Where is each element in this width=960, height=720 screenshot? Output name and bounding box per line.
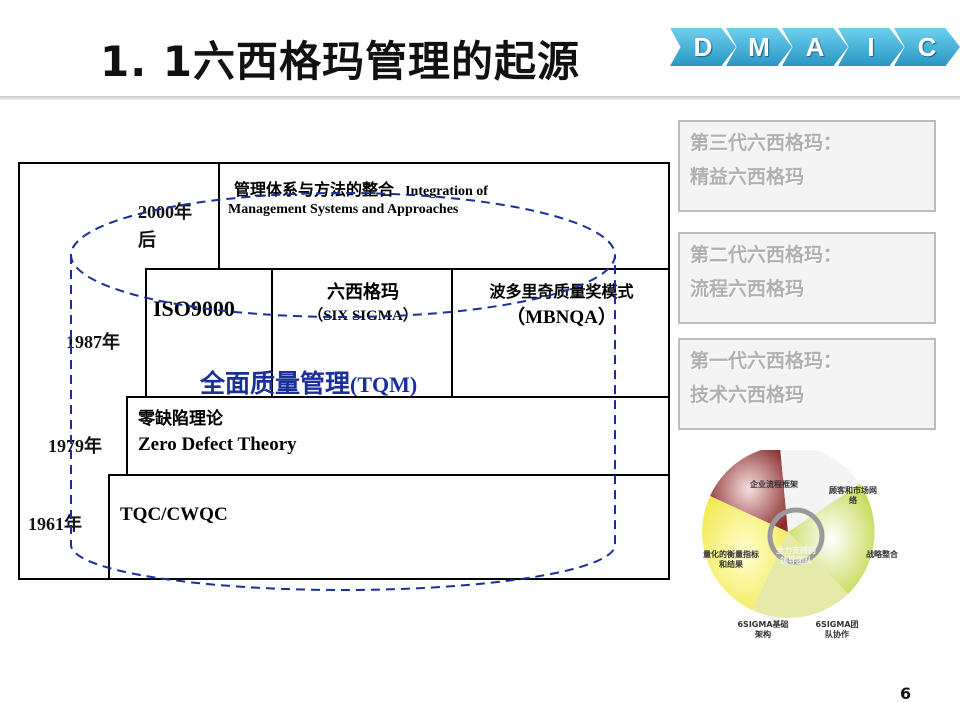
dmaic-arrow-m: M xyxy=(726,28,792,66)
iso9000-box: ISO9000 xyxy=(145,268,273,398)
generation-2-title: 第二代六西格玛： xyxy=(690,244,843,266)
wheel-label-process: 企业流程框架 xyxy=(750,480,798,489)
wheel-label-customer: 顾客和市场网络 xyxy=(829,486,877,505)
generation-1-panel: 第一代六西格玛： 技术六西格玛 xyxy=(678,338,936,430)
tqm-label-en: (TQM) xyxy=(350,372,418,397)
mbnqa-box: 波多里奇质量奖模式 （MBNQA） xyxy=(451,268,670,398)
tqc-label: TQC/CWQC xyxy=(120,504,228,525)
dmaic-arrow-a: A xyxy=(782,28,848,66)
six-sigma-wheel: 企业流程框架 顾客和市场网络 战略整合 6SIGMA团队协作 6SIGMA基础架… xyxy=(690,445,950,650)
wheel-slice-bottom xyxy=(752,532,848,619)
integration-box: 管理体系与方法的整合 Integration of Management Sys… xyxy=(218,162,670,270)
wheel-label-leadership: 全力支持的领导团队 xyxy=(776,546,816,565)
year-2000-suffix: 后 xyxy=(138,230,156,250)
tqm-dashed-cylinder xyxy=(70,192,616,591)
integration-label-en2: Management Systems and Approaches xyxy=(228,202,459,217)
page-title: 1. 1六西格玛管理的起源 xyxy=(100,37,581,86)
mbnqa-label-en: （MBNQA） xyxy=(506,307,617,328)
wheel-label-teamwork: 6SIGMA团队协作 xyxy=(815,620,859,639)
zero-defect-label-cn: 零缺陷理论 xyxy=(138,409,223,429)
tqm-label: 全面质量管理(TQM) xyxy=(200,364,417,400)
wheel-slice-right xyxy=(788,484,875,594)
six-sigma-label-en: （SIX SIGMA） xyxy=(308,308,418,324)
generation-1-title: 第一代六西格玛： xyxy=(690,350,843,372)
dmaic-arrow-d: D xyxy=(670,28,736,66)
tqc-box: TQC/CWQC xyxy=(108,474,670,580)
dmaic-arrow-i: I xyxy=(838,28,904,66)
wheel-slice-top xyxy=(710,446,788,532)
cylinder-top-ellipse xyxy=(70,192,616,318)
year-1987-label: 1987年 xyxy=(66,332,120,352)
six-sigma-label-cn: 六西格玛 xyxy=(327,282,399,303)
wheel-slice-left xyxy=(702,496,788,610)
wheel-label-strategy: 战略整合 xyxy=(866,550,898,559)
six-sigma-box: 六西格玛 （SIX SIGMA） xyxy=(271,268,453,398)
cylinder-body xyxy=(70,255,616,591)
year-1961-label: 1961年 xyxy=(28,514,82,534)
generation-3-title: 第三代六西格玛： xyxy=(690,132,843,154)
year-2000-label: 2000年 xyxy=(138,202,192,222)
title-divider xyxy=(0,96,960,100)
generation-3-panel: 第三代六西格玛： 精益六西格玛 xyxy=(678,120,936,212)
iso9000-label: ISO9000 xyxy=(153,296,235,321)
generation-3-name: 精益六西格玛 xyxy=(690,166,805,188)
zero-defect-box: 零缺陷理论 Zero Defect Theory xyxy=(126,396,670,476)
generation-2-panel: 第二代六西格玛： 流程六西格玛 xyxy=(678,232,936,324)
year-1979-label: 1979年 xyxy=(48,436,102,456)
wheel-label-infrastructure: 6SIGMA基础架构 xyxy=(737,620,789,639)
dmaic-arrow-c: C xyxy=(894,28,960,66)
wheel-label-metrics: 量化的衡量指标和结果 xyxy=(703,550,759,569)
generation-2-name: 流程六西格玛 xyxy=(690,278,805,300)
wheel-center-ring xyxy=(767,507,825,565)
page-number: 6 xyxy=(900,684,912,703)
generation-1-name: 技术六西格玛 xyxy=(690,384,805,406)
wheel-graphic xyxy=(702,445,875,619)
tqm-label-cn: 全面质量管理 xyxy=(200,369,351,398)
zero-defect-label-en: Zero Defect Theory xyxy=(138,434,297,455)
